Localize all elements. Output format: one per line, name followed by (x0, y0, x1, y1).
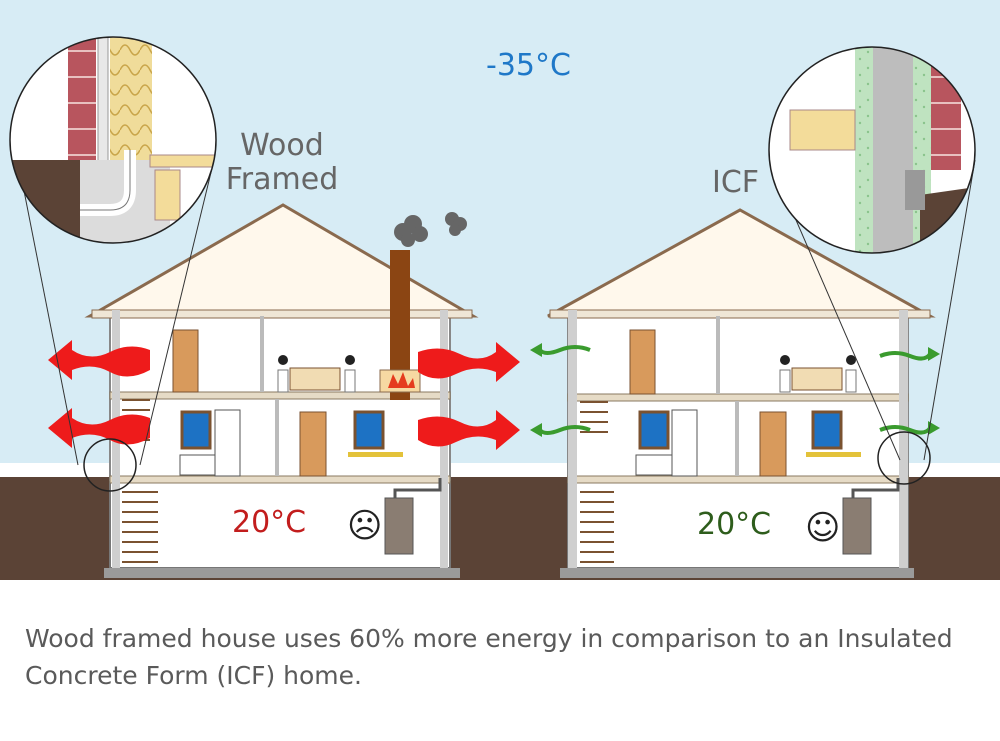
icf-indoor-temperature: 20°C (697, 507, 772, 542)
heat-loss-arrows-wood (48, 340, 520, 450)
heat-loss-arrows-icf (538, 345, 932, 435)
happy-face-icon: ☺ (805, 508, 841, 548)
wood-wall-detail (9, 36, 217, 492)
caption: Wood framed house uses 60% more energy i… (25, 624, 953, 690)
wood-indoor-temperature: 20°C (232, 505, 307, 540)
icf-title: ICF (712, 165, 760, 200)
sad-face-icon: ☹ (347, 506, 383, 546)
wood-framed-title: Wood Framed (225, 128, 339, 197)
outside-temperature: -35°C (486, 48, 571, 83)
icf-house (547, 208, 936, 578)
wood-framed-house (84, 203, 479, 578)
